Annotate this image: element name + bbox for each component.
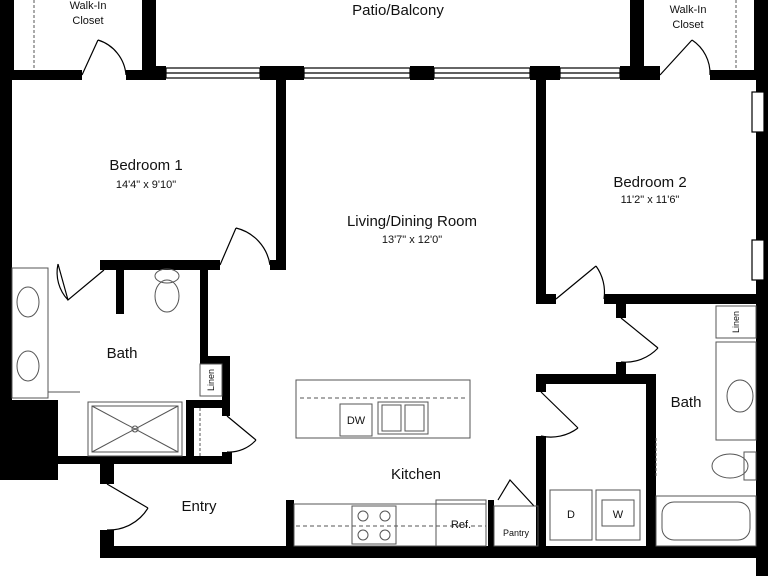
room-label-living: Living/Dining Room bbox=[347, 213, 477, 230]
room-label-walkin-right-line1: Walk-In bbox=[670, 4, 707, 16]
label-linen-left: Linen bbox=[206, 369, 216, 391]
closet-door-right bbox=[659, 39, 711, 76]
bedroom2-door bbox=[555, 265, 606, 300]
linen-closet-left bbox=[199, 363, 223, 397]
laundry-door bbox=[540, 391, 579, 438]
label-refrigerator: Ref. bbox=[451, 519, 471, 531]
room-label-walkin-right-line2: Closet bbox=[672, 19, 703, 31]
room-label-kitchen: Kitchen bbox=[391, 466, 441, 483]
label-washer: W bbox=[613, 509, 624, 521]
sink-right bbox=[726, 379, 754, 413]
bedroom1-door bbox=[219, 227, 271, 266]
kitchen-sink bbox=[377, 401, 429, 435]
pantry bbox=[493, 505, 539, 547]
room-label-patio: Patio/Balcony bbox=[352, 2, 444, 19]
pantry-door bbox=[497, 479, 535, 507]
room-label-entry: Entry bbox=[181, 498, 217, 515]
dryer bbox=[549, 489, 593, 541]
closet-door-left bbox=[81, 39, 127, 76]
room-label-bath-left: Bath bbox=[107, 345, 138, 362]
fixtures bbox=[11, 0, 757, 547]
fixture-labels: DW Ref. Pantry D W Linen Linen bbox=[206, 311, 741, 538]
bath-door-left bbox=[56, 263, 105, 302]
shower-left bbox=[87, 401, 183, 457]
bath-door-right bbox=[620, 317, 659, 363]
room-dims-bedroom2: 11'2" x 11'6" bbox=[621, 194, 680, 206]
room-dims-bedroom1: 14'4" x 9'10" bbox=[116, 179, 176, 191]
label-pantry: Pantry bbox=[503, 528, 530, 538]
sink-left-2 bbox=[16, 350, 40, 382]
range bbox=[351, 505, 397, 545]
entry-door bbox=[106, 483, 149, 531]
windows bbox=[165, 67, 765, 281]
dishwasher bbox=[339, 403, 373, 437]
bathtub-right bbox=[655, 495, 757, 547]
vanity-left bbox=[11, 267, 49, 399]
sink-left-1 bbox=[16, 286, 40, 318]
washer bbox=[595, 489, 641, 541]
room-label-walkin-left-line1: Walk-In bbox=[70, 0, 107, 12]
toilet-right bbox=[711, 451, 757, 481]
toilet-left bbox=[154, 268, 180, 313]
room-labels: Patio/Balcony Walk-In Closet Walk-In Clo… bbox=[70, 0, 707, 515]
vanity-right bbox=[715, 341, 757, 441]
label-linen-right: Linen bbox=[731, 311, 741, 333]
room-label-bedroom2: Bedroom 2 bbox=[613, 174, 686, 191]
kitchen-island bbox=[295, 379, 471, 439]
linen-closet-right bbox=[715, 305, 757, 339]
label-dryer: D bbox=[567, 509, 575, 521]
doors bbox=[56, 39, 711, 531]
room-label-bath-right: Bath bbox=[671, 394, 702, 411]
label-dishwasher: DW bbox=[347, 415, 366, 427]
linen-door bbox=[226, 415, 257, 453]
room-dims-living: 13'7" x 12'0" bbox=[382, 234, 442, 246]
room-label-walkin-left-line2: Closet bbox=[72, 15, 103, 27]
room-label-bedroom1: Bedroom 1 bbox=[109, 157, 182, 174]
refrigerator bbox=[435, 499, 487, 547]
